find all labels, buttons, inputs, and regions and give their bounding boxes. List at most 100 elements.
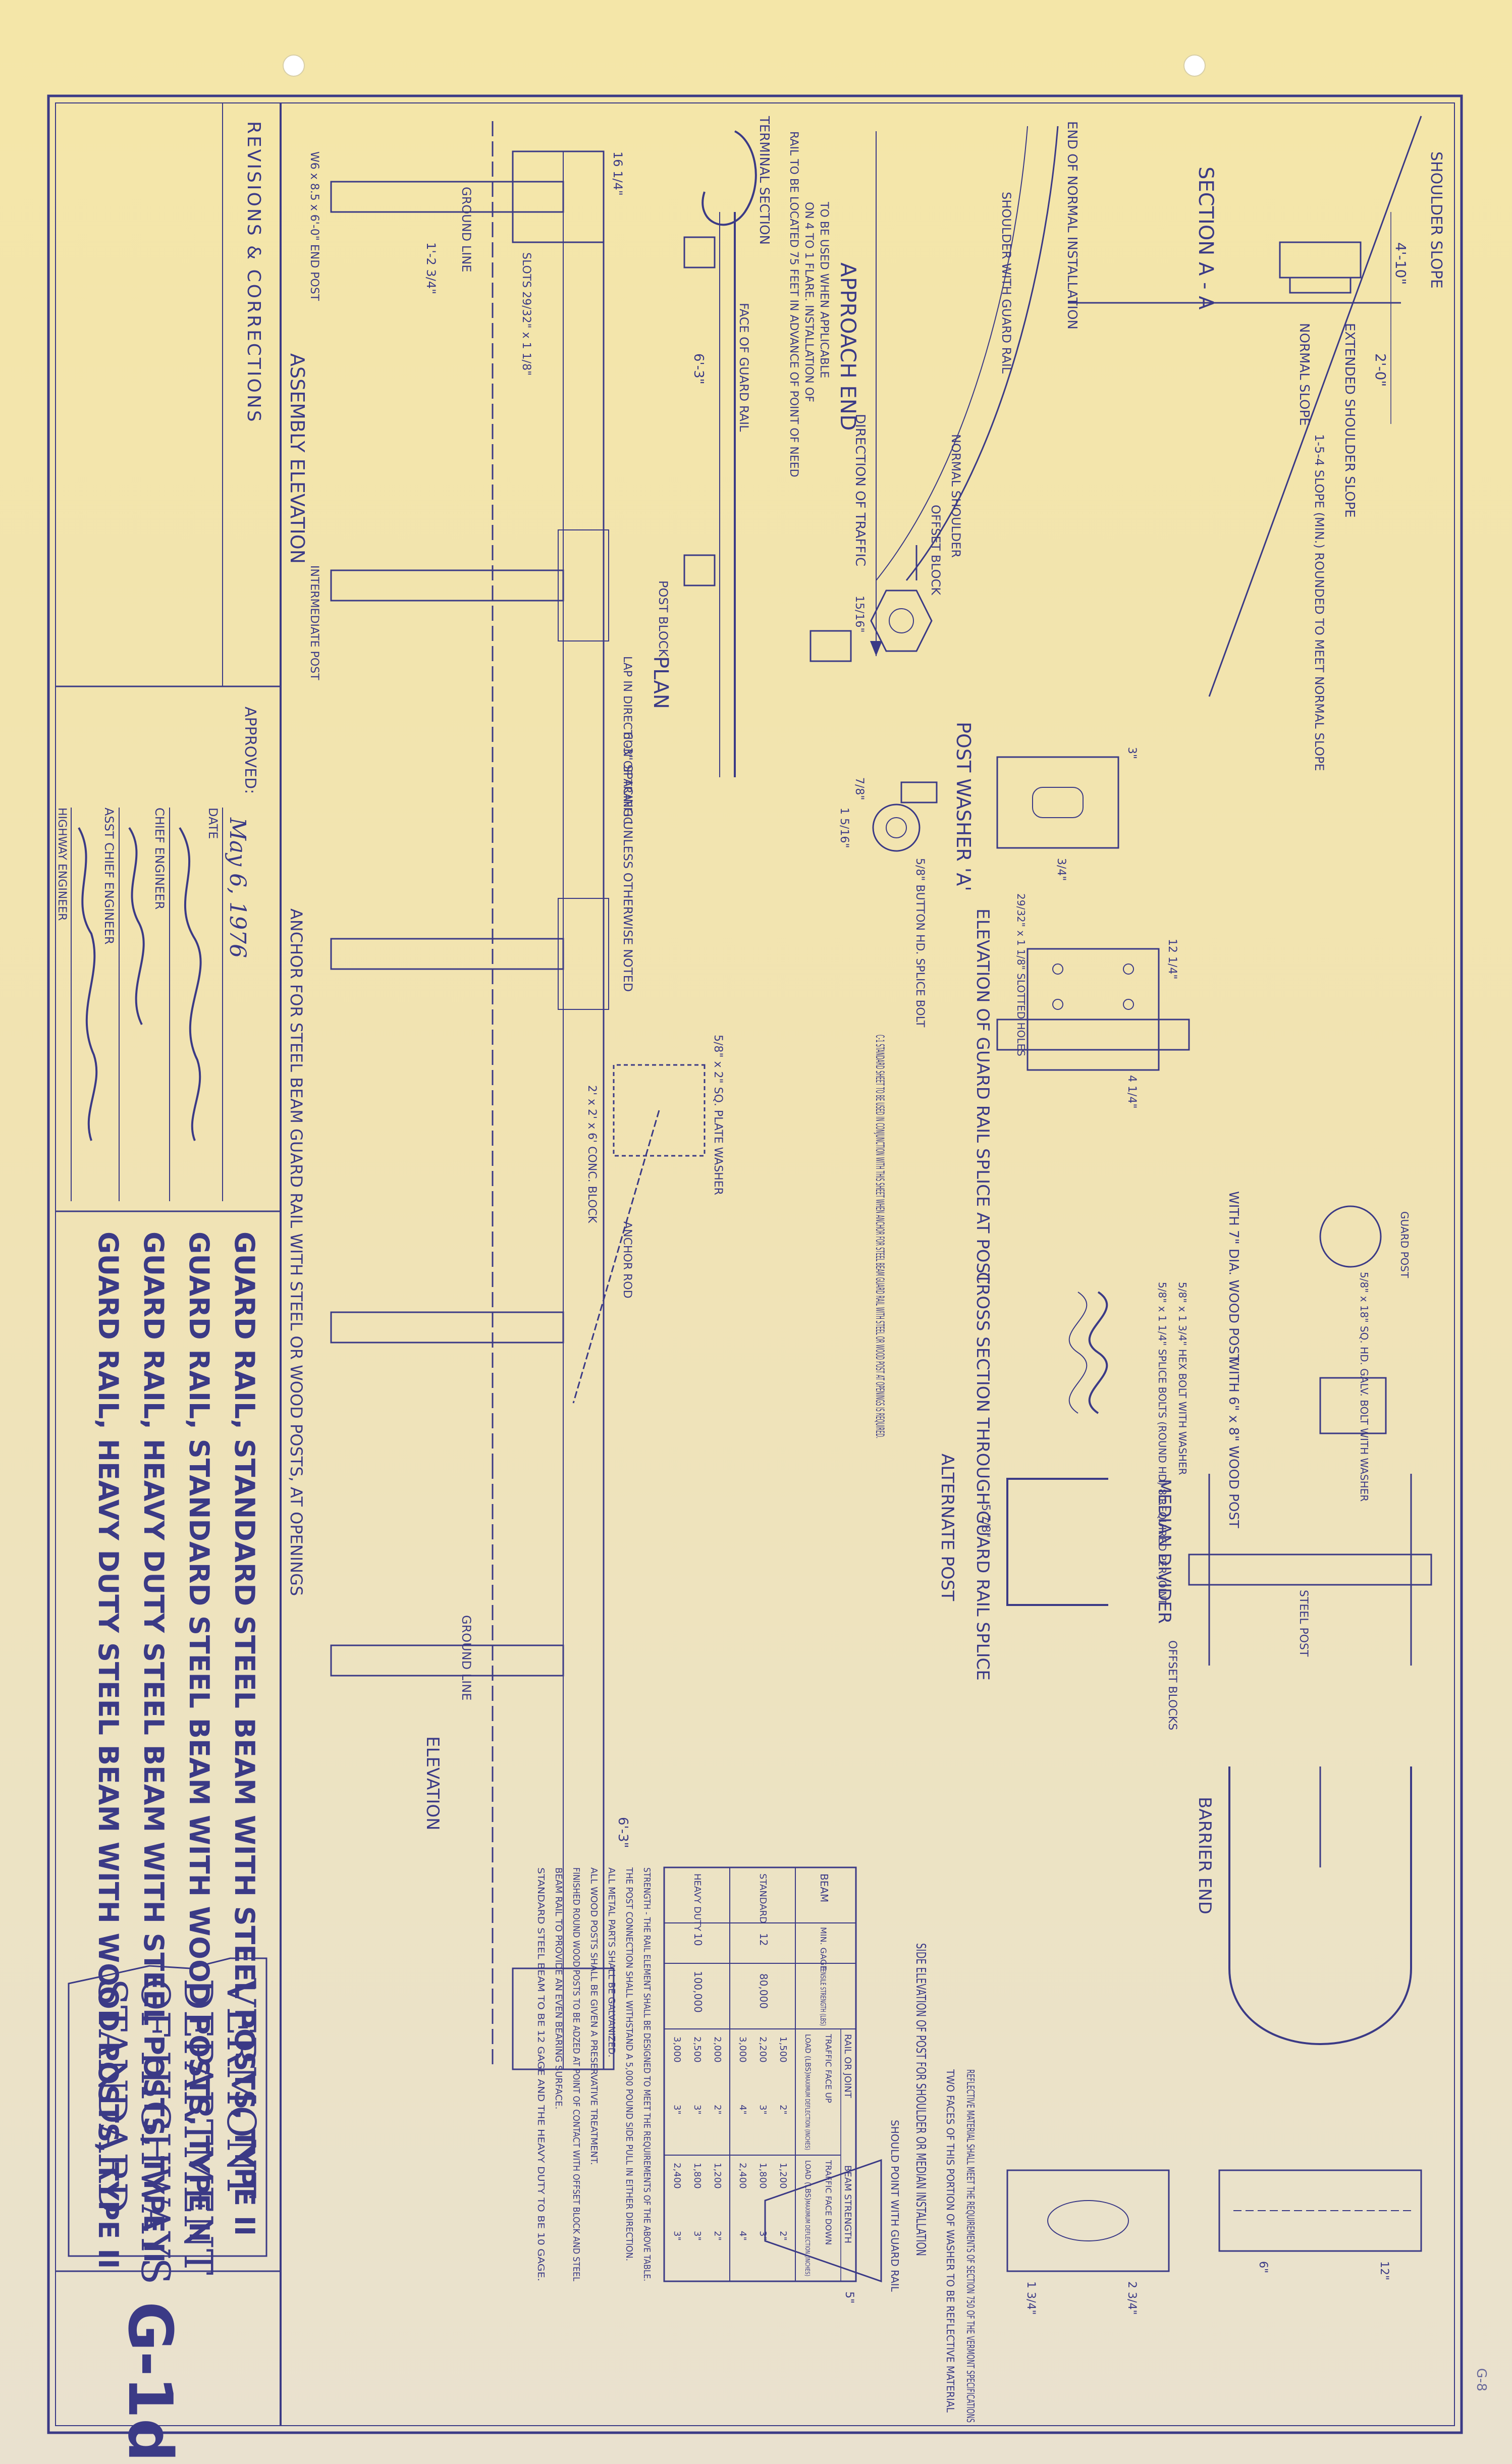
shoulder-with-guard-rail-label: SHOULDER WITH GUARD RAIL bbox=[999, 192, 1013, 374]
barrier-end-view: BARRIER END bbox=[1195, 1766, 1412, 2045]
row1-down-defl-3: 4" bbox=[737, 2231, 748, 2241]
approved-label: APPROVED: bbox=[241, 707, 259, 794]
offset-blocks-label: OFFSET BLOCKS bbox=[1166, 1640, 1178, 1730]
row1-gage: 12 bbox=[758, 1933, 770, 1946]
col-face-down: TRAFFIC FACE DOWN bbox=[824, 2160, 833, 2245]
row1-up-defl-3: 4" bbox=[737, 2105, 748, 2115]
plan-view: TERMINAL SECTION FACE OF GUARD RAIL POST… bbox=[649, 116, 772, 777]
bolt-with-washer-label: 5/8" x 18" SQ. HD. GALV. BOLT WITH WASHE… bbox=[1358, 1272, 1370, 1502]
dim-4-1-4: 4 1/4" bbox=[1125, 1075, 1138, 1109]
intermediate-post-2 bbox=[330, 938, 564, 970]
post-washer-slot bbox=[1032, 787, 1084, 818]
row2-down-defl-1: 2" bbox=[712, 2231, 723, 2241]
bolt-hole bbox=[1052, 999, 1063, 1010]
right-elevation-view: GROUND LINE ELEVATION 6'-3" bbox=[330, 1464, 630, 2070]
strength-table: BEAM MIN. GAGE TENSILE STRENGTH (LBS) RA… bbox=[663, 1866, 857, 2282]
dim-12-1-4: 12 1/4" bbox=[1166, 939, 1178, 980]
chief-engineer-signature bbox=[179, 827, 202, 1141]
spec-note-4: ALL WOOD POSTS SHALL BE GIVEN A PRESERVA… bbox=[588, 1867, 599, 2165]
col-beam: BEAM bbox=[818, 1873, 830, 1902]
hardware-details: 15/16" 1 5/16" 7/8" 5/8" BUTTON HD. SPLI… bbox=[809, 590, 1138, 1028]
dim-2-3-4: 2 3/4" bbox=[1125, 2281, 1138, 2315]
plate-washer-label: 5/8" x 2" SQ. PLATE WASHER bbox=[712, 1035, 724, 1195]
col-beam-strength: BEAM STRENGTH bbox=[842, 2165, 853, 2243]
col-gage: MIN. GAGE bbox=[819, 1927, 828, 1970]
row1-up-load-1: 1,500 bbox=[778, 2037, 788, 2063]
row1-down-load-3: 2,400 bbox=[737, 2163, 748, 2189]
spec-note-3: ALL METAL PARTS SHALL BE GALVANIZED. bbox=[606, 1867, 617, 2057]
shoulder-slope-line bbox=[1208, 116, 1422, 697]
with-6x8-label: WITH 6" x 8" WOOD POST bbox=[1226, 1358, 1241, 1528]
anchor-view: 2' x 2' x 6' CONC. BLOCK ANCHOR ROD 5/8"… bbox=[287, 908, 886, 1596]
end-of-normal-label: END OF NORMAL INSTALLATION bbox=[1064, 121, 1079, 330]
elevation-splice-title: ELEVATION OF GUARD RAIL SPLICE AT POST bbox=[973, 908, 993, 1284]
row1-up-defl-1: 2" bbox=[778, 2105, 788, 2115]
round-wood-post bbox=[1319, 1205, 1382, 1268]
c1-note-line: C-1 STANDARD SHEET TO BE USED IN CONJUNC… bbox=[873, 1035, 886, 1438]
row2-down-load-3: 2,400 bbox=[672, 2163, 682, 2189]
section-aa-title: SECTION A - A bbox=[1194, 167, 1217, 310]
col-face-up: TRAFFIC FACE UP bbox=[824, 2033, 833, 2103]
post-block-label: POST BLOCK bbox=[656, 580, 670, 658]
row2-up-load-3: 3,000 bbox=[672, 2037, 682, 2063]
cross-section-splice-title: CROSS SECTION THROUGH GUARD RAIL SPLICE bbox=[973, 1272, 993, 1681]
dim-6-3-plan: 6'-3" bbox=[691, 353, 706, 385]
spec-note-2: THE POST CONNECTION SHALL WITHSTAND A 5,… bbox=[624, 1867, 634, 2261]
guard-rail-flare bbox=[905, 126, 1059, 581]
asst-chief-signature bbox=[128, 827, 145, 1025]
lap-note: LAP IN DIRECTION OF TRAFFIC bbox=[621, 656, 633, 825]
post-flange bbox=[1289, 277, 1352, 294]
median-divider-view: STEEL POST OFFSET BLOCKS MEDIAN DIVIDER … bbox=[937, 1454, 1432, 1730]
dim-3: 3" bbox=[1125, 747, 1138, 759]
hex-nut bbox=[870, 590, 933, 652]
normal-slope-label: NORMAL SLOPE bbox=[1297, 323, 1312, 426]
hex-nut-hole bbox=[889, 608, 914, 633]
col-tensile: TENSILE STRENGTH (LBS) bbox=[819, 1966, 827, 2026]
revisions-label: REVISIONS & CORRECTIONS bbox=[243, 121, 264, 424]
sheet-number: G-1d bbox=[115, 2301, 185, 2462]
row1-down-defl-2: 3" bbox=[758, 2231, 768, 2241]
drawing-border bbox=[47, 94, 1463, 2434]
approach-note-2: ON 4 TO 1 FLARE. INSTALLATION OF bbox=[802, 202, 815, 402]
col-deflection-up: MAXIMUM DEFLECTION (INCHES) bbox=[804, 2074, 811, 2150]
terminal-section-label: TERMINAL SECTION bbox=[757, 116, 772, 245]
splice-bolt-label: 5/8" BUTTON HD. SPLICE BOLT bbox=[913, 858, 926, 1028]
face-of-guard-rail-label: FACE OF GUARD RAIL bbox=[737, 303, 751, 432]
spec-note-5: FINISHED ROUND WOOD POSTS TO BE ADZED AT… bbox=[571, 1867, 581, 2281]
agency-line-1: VERMONT bbox=[218, 1978, 263, 2199]
row2-down-defl-3: 3" bbox=[672, 2231, 682, 2241]
row2-down-load-1: 1,200 bbox=[712, 2163, 723, 2189]
agency-line-2: DEPARTMENT bbox=[175, 1978, 221, 2275]
col-deflection-down: MAXIMUM DEFLECTION (INCHES) bbox=[804, 2201, 811, 2276]
square-wood-post bbox=[1319, 1377, 1387, 1434]
reflective-note: REFLECTIVE MATERIAL SHALL MEET THE REQUI… bbox=[964, 2069, 977, 2423]
row2-down-load-2: 1,800 bbox=[692, 2163, 703, 2189]
title-line-2: GUARD RAIL, STANDARD STEEL BEAM WITH WOO… bbox=[183, 1231, 215, 2242]
end-post-label: W6 x 8.5 x 6'-0" END POST bbox=[308, 151, 320, 301]
splice-details: 12 1/4" 4 1/4" 29/32" x 1 1/8" SLOTTED H… bbox=[973, 893, 1411, 1681]
median-post bbox=[1188, 1554, 1432, 1586]
assembly-elevation-title: ASSEMBLY ELEVATION bbox=[286, 353, 308, 564]
splice-post bbox=[996, 1019, 1190, 1051]
spec-notes: STRENGTH - THE RAIL ELEMENT SHALL BE DES… bbox=[535, 1867, 652, 2281]
assembly-elevation-view: GROUND LINE W6 x 8.5 x 6'-0" END POST IN… bbox=[286, 121, 635, 1464]
chief-engineer-label: CHIEF ENGINEER bbox=[152, 808, 167, 909]
dim-2-0: 2'-0" bbox=[1372, 353, 1389, 387]
two-faces-note: TWO FACES OF THIS PORTION OF WASHER TO B… bbox=[944, 2069, 956, 2413]
strength-table-frame bbox=[663, 1866, 857, 2282]
row1-up-load-2: 2,200 bbox=[758, 2037, 768, 2063]
anchor-caption: ANCHOR FOR STEEL BEAM GUARD RAIL WITH ST… bbox=[287, 908, 306, 1596]
row2-up-defl-3: 3" bbox=[672, 2105, 682, 2115]
reflector-slot bbox=[1047, 2200, 1129, 2241]
row2-tensile: 100,000 bbox=[692, 1971, 704, 2013]
vermont-state-outline bbox=[68, 1957, 267, 2257]
approach-note-1: TO BE USED WHEN APPLICABLE bbox=[818, 201, 830, 378]
terminal-section-curve bbox=[701, 130, 757, 226]
agency-line-4: STANDARD bbox=[89, 1978, 135, 2214]
approach-end-title: APPROACH END bbox=[836, 262, 860, 431]
anchor-rod bbox=[572, 1110, 660, 1404]
row2-down-defl-2: 3" bbox=[692, 2231, 703, 2241]
highway-engineer-label: HIGHWAY ENGINEER bbox=[56, 808, 68, 921]
row1-beam: STANDARD bbox=[758, 1873, 768, 1923]
